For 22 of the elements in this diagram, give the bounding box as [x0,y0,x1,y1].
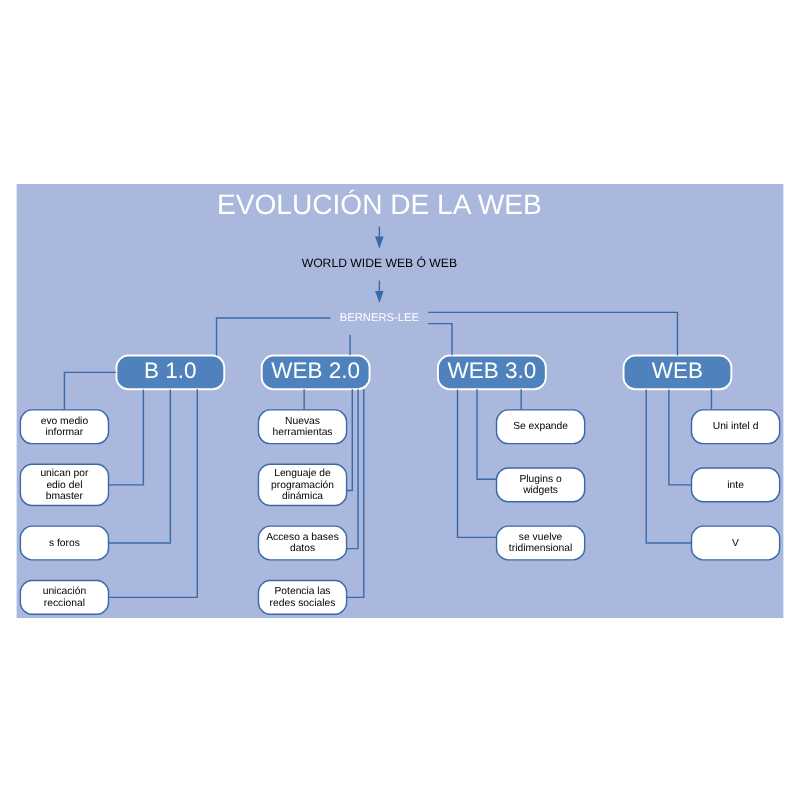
connector [456,387,498,538]
node-box: B 1.0 [115,353,226,390]
connector [107,387,198,598]
connector [107,387,145,485]
connector [108,387,172,543]
node-text: EVOLUCIÓN DE LA WEB [217,187,542,219]
connector [645,387,693,543]
connector [427,321,453,356]
connector [710,387,713,410]
connector [520,387,522,410]
connector [476,387,498,479]
node-box: WEB 3.0 [437,353,547,390]
node-box: WEB 2.0 [260,353,371,390]
connector [215,316,332,356]
connector [345,387,353,491]
connector [346,387,359,549]
connector [427,310,679,356]
connector [63,370,117,410]
node-box: WEB [622,353,733,390]
connector [346,387,365,598]
connector [349,333,351,356]
connector [303,387,305,410]
